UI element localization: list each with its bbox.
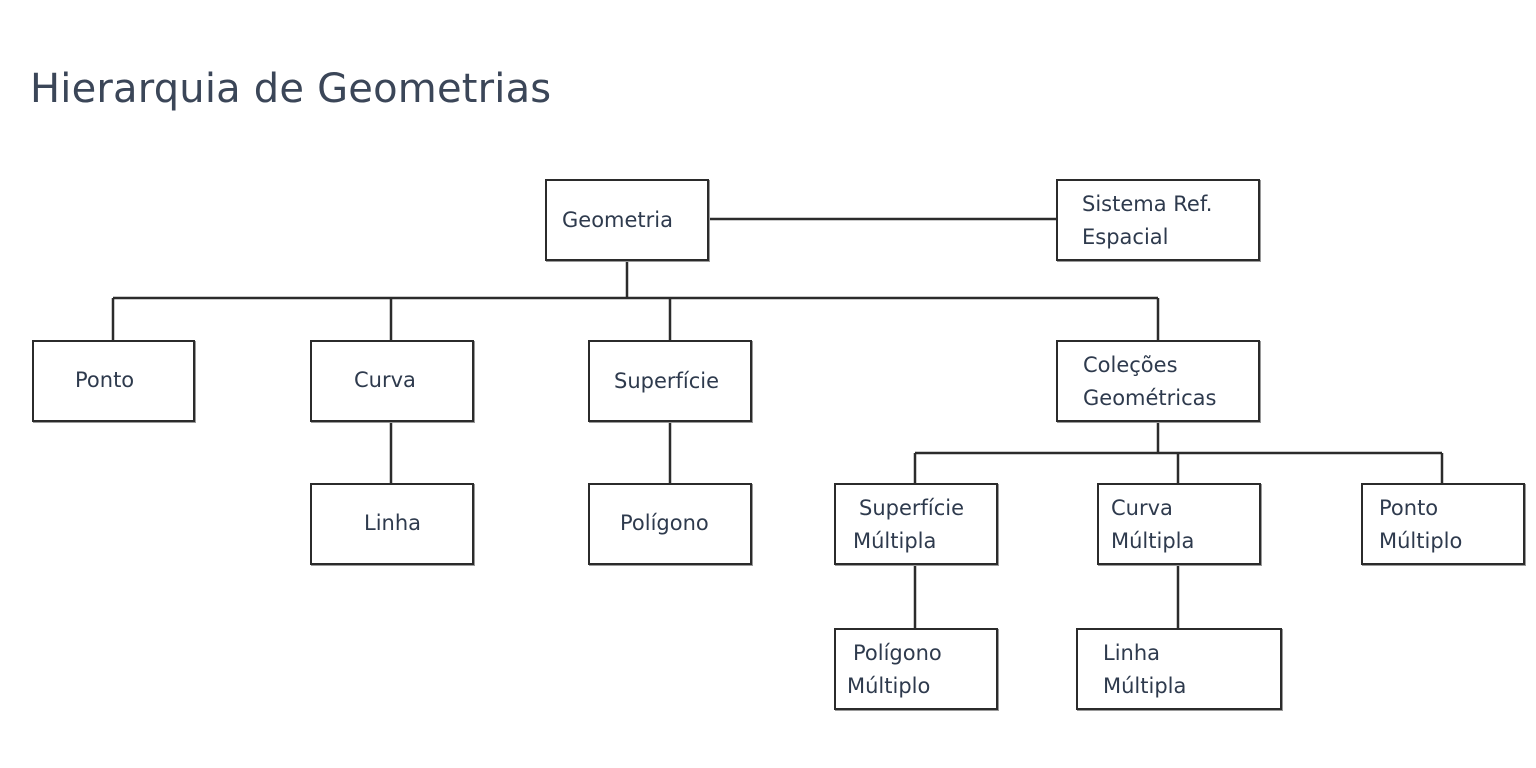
node-colecoes-geometricas: Coleções Geométricas	[1056, 340, 1260, 422]
node-linha-multipla-line1: Linha	[1103, 641, 1161, 665]
node-curva-multipla-line1: Curva	[1111, 496, 1173, 520]
node-poligono: Polígono	[588, 483, 752, 565]
node-poligono-label: Polígono	[620, 511, 709, 535]
node-linha: Linha	[310, 483, 474, 565]
node-curva-multipla: Curva Múltipla	[1097, 483, 1261, 565]
node-superficie-multipla: Superfície Múltipla	[834, 483, 998, 565]
node-ponto: Ponto	[32, 340, 195, 422]
node-curva-multipla-line2: Múltipla	[1111, 529, 1195, 553]
node-superficie-multipla-line2: Múltipla	[853, 529, 937, 553]
node-sistema-ref-line1: Sistema Ref.	[1082, 192, 1213, 216]
node-ponto-label: Ponto	[75, 368, 135, 392]
node-geometria-label: Geometria	[562, 208, 673, 232]
node-poligono-multiplo-line1: Polígono	[853, 641, 942, 665]
node-ponto-multiplo: Ponto Múltiplo	[1361, 483, 1525, 565]
node-colecoes-line2: Geométricas	[1083, 386, 1217, 410]
node-colecoes-line1: Coleções	[1083, 353, 1178, 377]
node-ponto-multiplo-line2: Múltiplo	[1379, 529, 1463, 553]
node-linha-label: Linha	[364, 511, 422, 535]
node-ponto-multiplo-line1: Ponto	[1379, 496, 1439, 520]
node-curva-label: Curva	[354, 368, 416, 392]
node-poligono-multiplo-line2: Múltiplo	[847, 674, 931, 698]
node-superficie-label: Superfície	[614, 369, 720, 393]
node-curva: Curva	[310, 340, 474, 422]
node-sistema-ref-espacial: Sistema Ref. Espacial	[1056, 179, 1260, 261]
page-title: Hierarquia de Geometrias	[30, 66, 552, 112]
node-sistema-ref-line2: Espacial	[1082, 225, 1169, 249]
node-linha-multipla-line2: Múltipla	[1103, 674, 1187, 698]
node-geometria: Geometria	[545, 179, 709, 261]
node-superficie-multipla-line1: Superfície	[859, 496, 965, 520]
node-poligono-multiplo: Polígono Múltiplo	[834, 628, 998, 710]
node-superficie: Superfície	[588, 340, 752, 422]
node-linha-multipla: Linha Múltipla	[1076, 628, 1282, 710]
